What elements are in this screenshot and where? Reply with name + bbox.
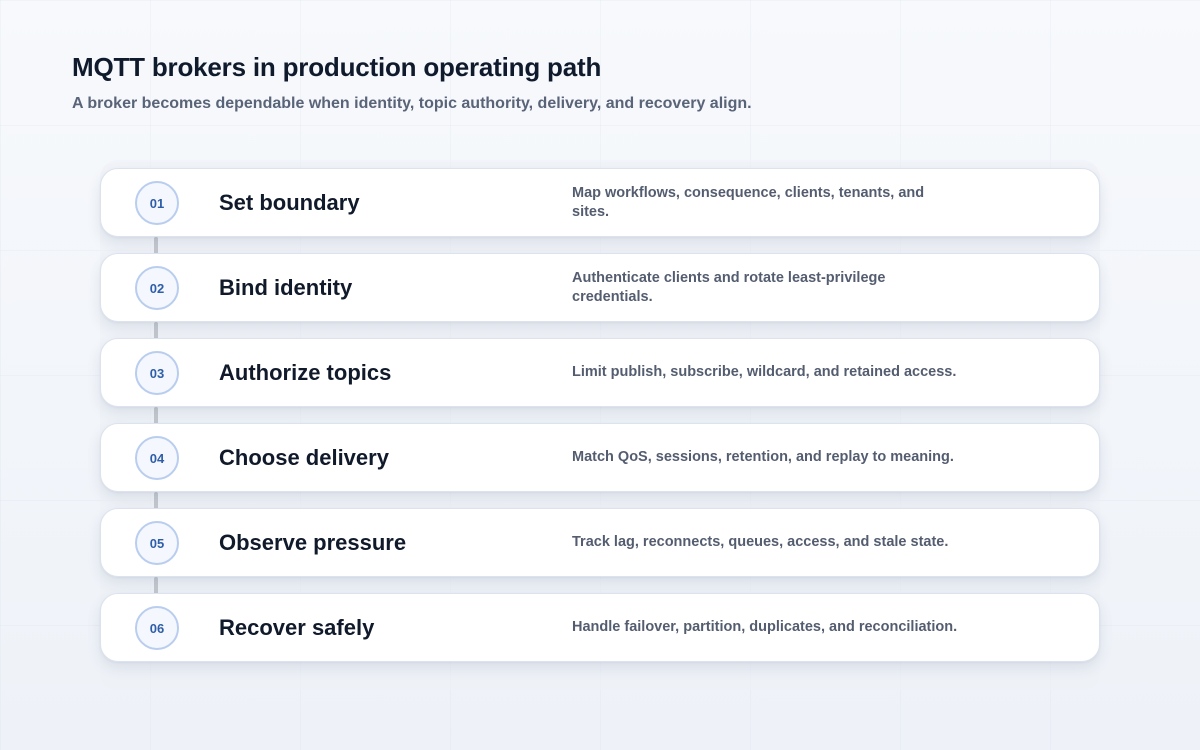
step-title: Observe pressure bbox=[219, 529, 407, 555]
step-connector bbox=[154, 407, 158, 425]
step-recover-safely: 06 Recover safely Handle failover, parti… bbox=[100, 593, 1100, 662]
step-authorize-topics: 03 Authorize topics Limit publish, subsc… bbox=[100, 338, 1100, 407]
step-description: Track lag, reconnects, queues, access, a… bbox=[572, 534, 949, 550]
step-connector bbox=[154, 492, 158, 510]
step-number-badge: 01 bbox=[135, 181, 179, 225]
step-connector bbox=[154, 237, 158, 255]
step-title: Bind identity bbox=[219, 274, 353, 300]
step-title: Authorize topics bbox=[219, 359, 392, 385]
step-description: Match QoS, sessions, retention, and repl… bbox=[572, 449, 954, 465]
step-number-badge: 03 bbox=[135, 351, 179, 395]
step-bind-identity: 02 Bind identity Authenticate clients an… bbox=[100, 253, 1100, 322]
step-set-boundary: 01 Set boundary Map workflows, consequen… bbox=[100, 168, 1100, 237]
step-number-badge: 04 bbox=[135, 436, 179, 480]
step-description: Map workflows, consequence, clients, ten… bbox=[572, 184, 925, 220]
step-description: Authenticate clients and rotate least-pr… bbox=[572, 269, 886, 305]
step-title: Set boundary bbox=[219, 189, 360, 215]
step-number-badge: 06 bbox=[135, 606, 179, 650]
step-choose-delivery: 04 Choose delivery Match QoS, sessions, … bbox=[100, 423, 1100, 492]
step-title: Choose delivery bbox=[219, 444, 389, 470]
step-title: Recover safely bbox=[219, 614, 375, 640]
step-number-badge: 05 bbox=[135, 521, 179, 565]
step-number-badge: 02 bbox=[135, 266, 179, 310]
step-connector bbox=[154, 322, 158, 340]
step-description: Handle failover, partition, duplicates, … bbox=[572, 619, 958, 635]
step-observe-pressure: 05 Observe pressure Track lag, reconnect… bbox=[100, 508, 1100, 577]
page-subtitle: A broker becomes dependable when identit… bbox=[72, 95, 752, 112]
step-connector bbox=[154, 577, 158, 595]
page-title: MQTT brokers in production operating pat… bbox=[72, 52, 602, 82]
step-description: Limit publish, subscribe, wildcard, and … bbox=[572, 364, 957, 380]
